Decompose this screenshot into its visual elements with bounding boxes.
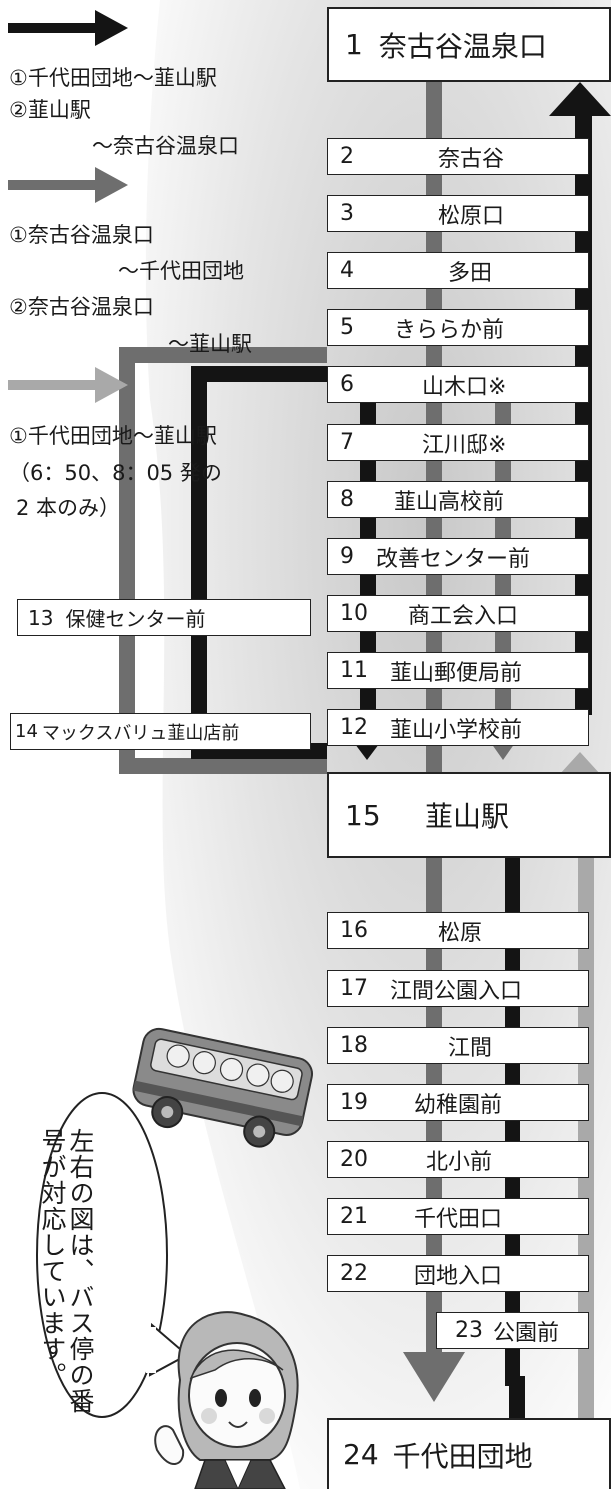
stop-23: 23 公園前 bbox=[436, 1312, 589, 1349]
stop-number: 23 bbox=[455, 1318, 483, 1343]
stop-name: 松原口 bbox=[438, 203, 505, 229]
stop-number: 6 bbox=[340, 372, 354, 397]
stop-number: 1 bbox=[345, 28, 363, 61]
stop-17: 17 江間公園入口 bbox=[327, 970, 589, 1007]
stop-9: 9 改善センター前 bbox=[327, 538, 589, 575]
legend-dark-line3: ②奈古谷温泉口 bbox=[9, 295, 154, 319]
legend-light-line1: ①千代田団地～韮山駅 bbox=[9, 424, 217, 448]
stop-number: 17 bbox=[340, 976, 368, 1001]
stop-number: 9 bbox=[340, 544, 354, 569]
stop-4: 4 多田 bbox=[327, 252, 589, 289]
stop-21: 21 千代田口 bbox=[327, 1198, 589, 1235]
stop-name: 韮山郵便局前 bbox=[390, 660, 523, 686]
stop-8: 8 韮山高校前 bbox=[327, 481, 589, 518]
stop-number: 13 bbox=[28, 605, 54, 630]
route-line-dark-loop bbox=[119, 347, 327, 774]
girl-illustration bbox=[154, 1311, 299, 1489]
stop-name: 韮山高校前 bbox=[394, 489, 505, 515]
stop-3: 3 松原口 bbox=[327, 195, 589, 232]
route-line-black-south bbox=[509, 1376, 525, 1428]
stop-15: 15 韮山駅 bbox=[327, 772, 611, 858]
stop-name: 山木口※ bbox=[422, 374, 507, 400]
stop-number: 22 bbox=[340, 1261, 368, 1286]
legend-black-line3: ～奈古谷温泉口 bbox=[92, 134, 239, 158]
stop-name: きららか前 bbox=[394, 317, 505, 343]
legend-arrow-dark bbox=[8, 167, 128, 203]
legend-arrow-black bbox=[8, 10, 128, 46]
stop-22: 22 団地入口 bbox=[327, 1255, 589, 1292]
stop-number: 7 bbox=[340, 430, 354, 455]
stop-5: 5 きららか前 bbox=[327, 309, 589, 346]
legend-dark-line4: ～韮山駅 bbox=[168, 332, 252, 356]
stop-name: 改善センター前 bbox=[376, 546, 531, 572]
route-line-black-loop bbox=[191, 366, 327, 759]
legend-arrow-light bbox=[8, 367, 128, 403]
stop-name: 北小前 bbox=[426, 1149, 493, 1175]
stop-name: 団地入口 bbox=[414, 1263, 503, 1289]
stop-number: 5 bbox=[340, 315, 354, 340]
stop-14: 14 マックスバリュ韮山店前 bbox=[10, 713, 311, 750]
speech-bubble bbox=[36, 1092, 189, 1418]
stop-number: 10 bbox=[340, 601, 368, 626]
stop-name: 商工会入口 bbox=[408, 603, 519, 629]
stop-7: 7 江川邸※ bbox=[327, 424, 589, 461]
stop-number: 19 bbox=[340, 1090, 368, 1115]
stop-24: 24 千代田団地 bbox=[327, 1418, 611, 1489]
stop-number: 20 bbox=[340, 1147, 368, 1172]
stop-name: マックスバリュ韮山店前 bbox=[41, 722, 240, 744]
stop-name: 保健センター前 bbox=[65, 607, 206, 631]
stop-6: 6 山木口※ bbox=[327, 366, 589, 403]
stop-number: 8 bbox=[340, 487, 354, 512]
stop-name: 江間公園入口 bbox=[390, 978, 523, 1004]
stop-19: 19 幼稚園前 bbox=[327, 1084, 589, 1121]
stop-1: 1 奈古谷温泉口 bbox=[327, 7, 611, 82]
stop-number: 3 bbox=[340, 201, 354, 226]
stop-18: 18 江間 bbox=[327, 1027, 589, 1064]
stop-12: 12 韮山小学校前 bbox=[327, 709, 589, 746]
stop-number: 18 bbox=[340, 1033, 368, 1058]
stop-name: 公園前 bbox=[493, 1320, 560, 1346]
stop-name: 幼稚園前 bbox=[414, 1092, 503, 1118]
stop-number: 4 bbox=[340, 258, 354, 283]
stop-name: 多田 bbox=[448, 260, 493, 286]
stop-name: 奈古谷 bbox=[438, 146, 505, 172]
stop-name: 韮山小学校前 bbox=[390, 717, 523, 743]
stop-number: 15 bbox=[345, 798, 381, 832]
stop-13: 13 保健センター前 bbox=[17, 599, 311, 636]
stop-2: 2 奈古谷 bbox=[327, 138, 589, 175]
legend-black-line1: ①千代田団地～韮山駅 bbox=[9, 66, 217, 90]
stop-name: 江間 bbox=[448, 1035, 493, 1061]
stop-number: 16 bbox=[340, 918, 368, 943]
stop-number: 14 bbox=[15, 721, 38, 742]
stop-number: 12 bbox=[340, 715, 368, 740]
stop-16: 16 松原 bbox=[327, 912, 589, 949]
stop-name: 奈古谷温泉口 bbox=[378, 29, 547, 63]
legend-black-line2: ②韮山駅 bbox=[9, 98, 91, 122]
speech-text: 左右の図は、バス停の番号が対応しています。 bbox=[38, 1128, 95, 1414]
stop-11: 11 韮山郵便局前 bbox=[327, 652, 589, 689]
arrow-down-dark-24 bbox=[403, 1352, 465, 1402]
arrow-up-black-1 bbox=[549, 82, 611, 116]
legend-light-line2: （6：50、8：05 発の bbox=[9, 461, 222, 485]
stop-name: 千代田口 bbox=[414, 1206, 503, 1232]
stop-name: 松原 bbox=[438, 920, 483, 946]
stop-number: 24 bbox=[343, 1438, 379, 1471]
stop-name: 江川邸※ bbox=[422, 432, 507, 458]
legend-dark-line1: ①奈古谷温泉口 bbox=[9, 223, 154, 247]
legend-light-line3: 2 本のみ） bbox=[16, 496, 121, 520]
stop-number: 21 bbox=[340, 1204, 368, 1229]
stop-10: 10 商工会入口 bbox=[327, 595, 589, 632]
stop-name: 韮山駅 bbox=[425, 800, 510, 833]
bus-illustration bbox=[132, 1027, 313, 1148]
stop-number: 11 bbox=[340, 658, 368, 683]
legend-dark-line2: ～千代田団地 bbox=[118, 259, 244, 283]
stop-20: 20 北小前 bbox=[327, 1141, 589, 1178]
stop-number: 2 bbox=[340, 144, 354, 169]
stop-name: 千代田団地 bbox=[392, 1439, 533, 1473]
